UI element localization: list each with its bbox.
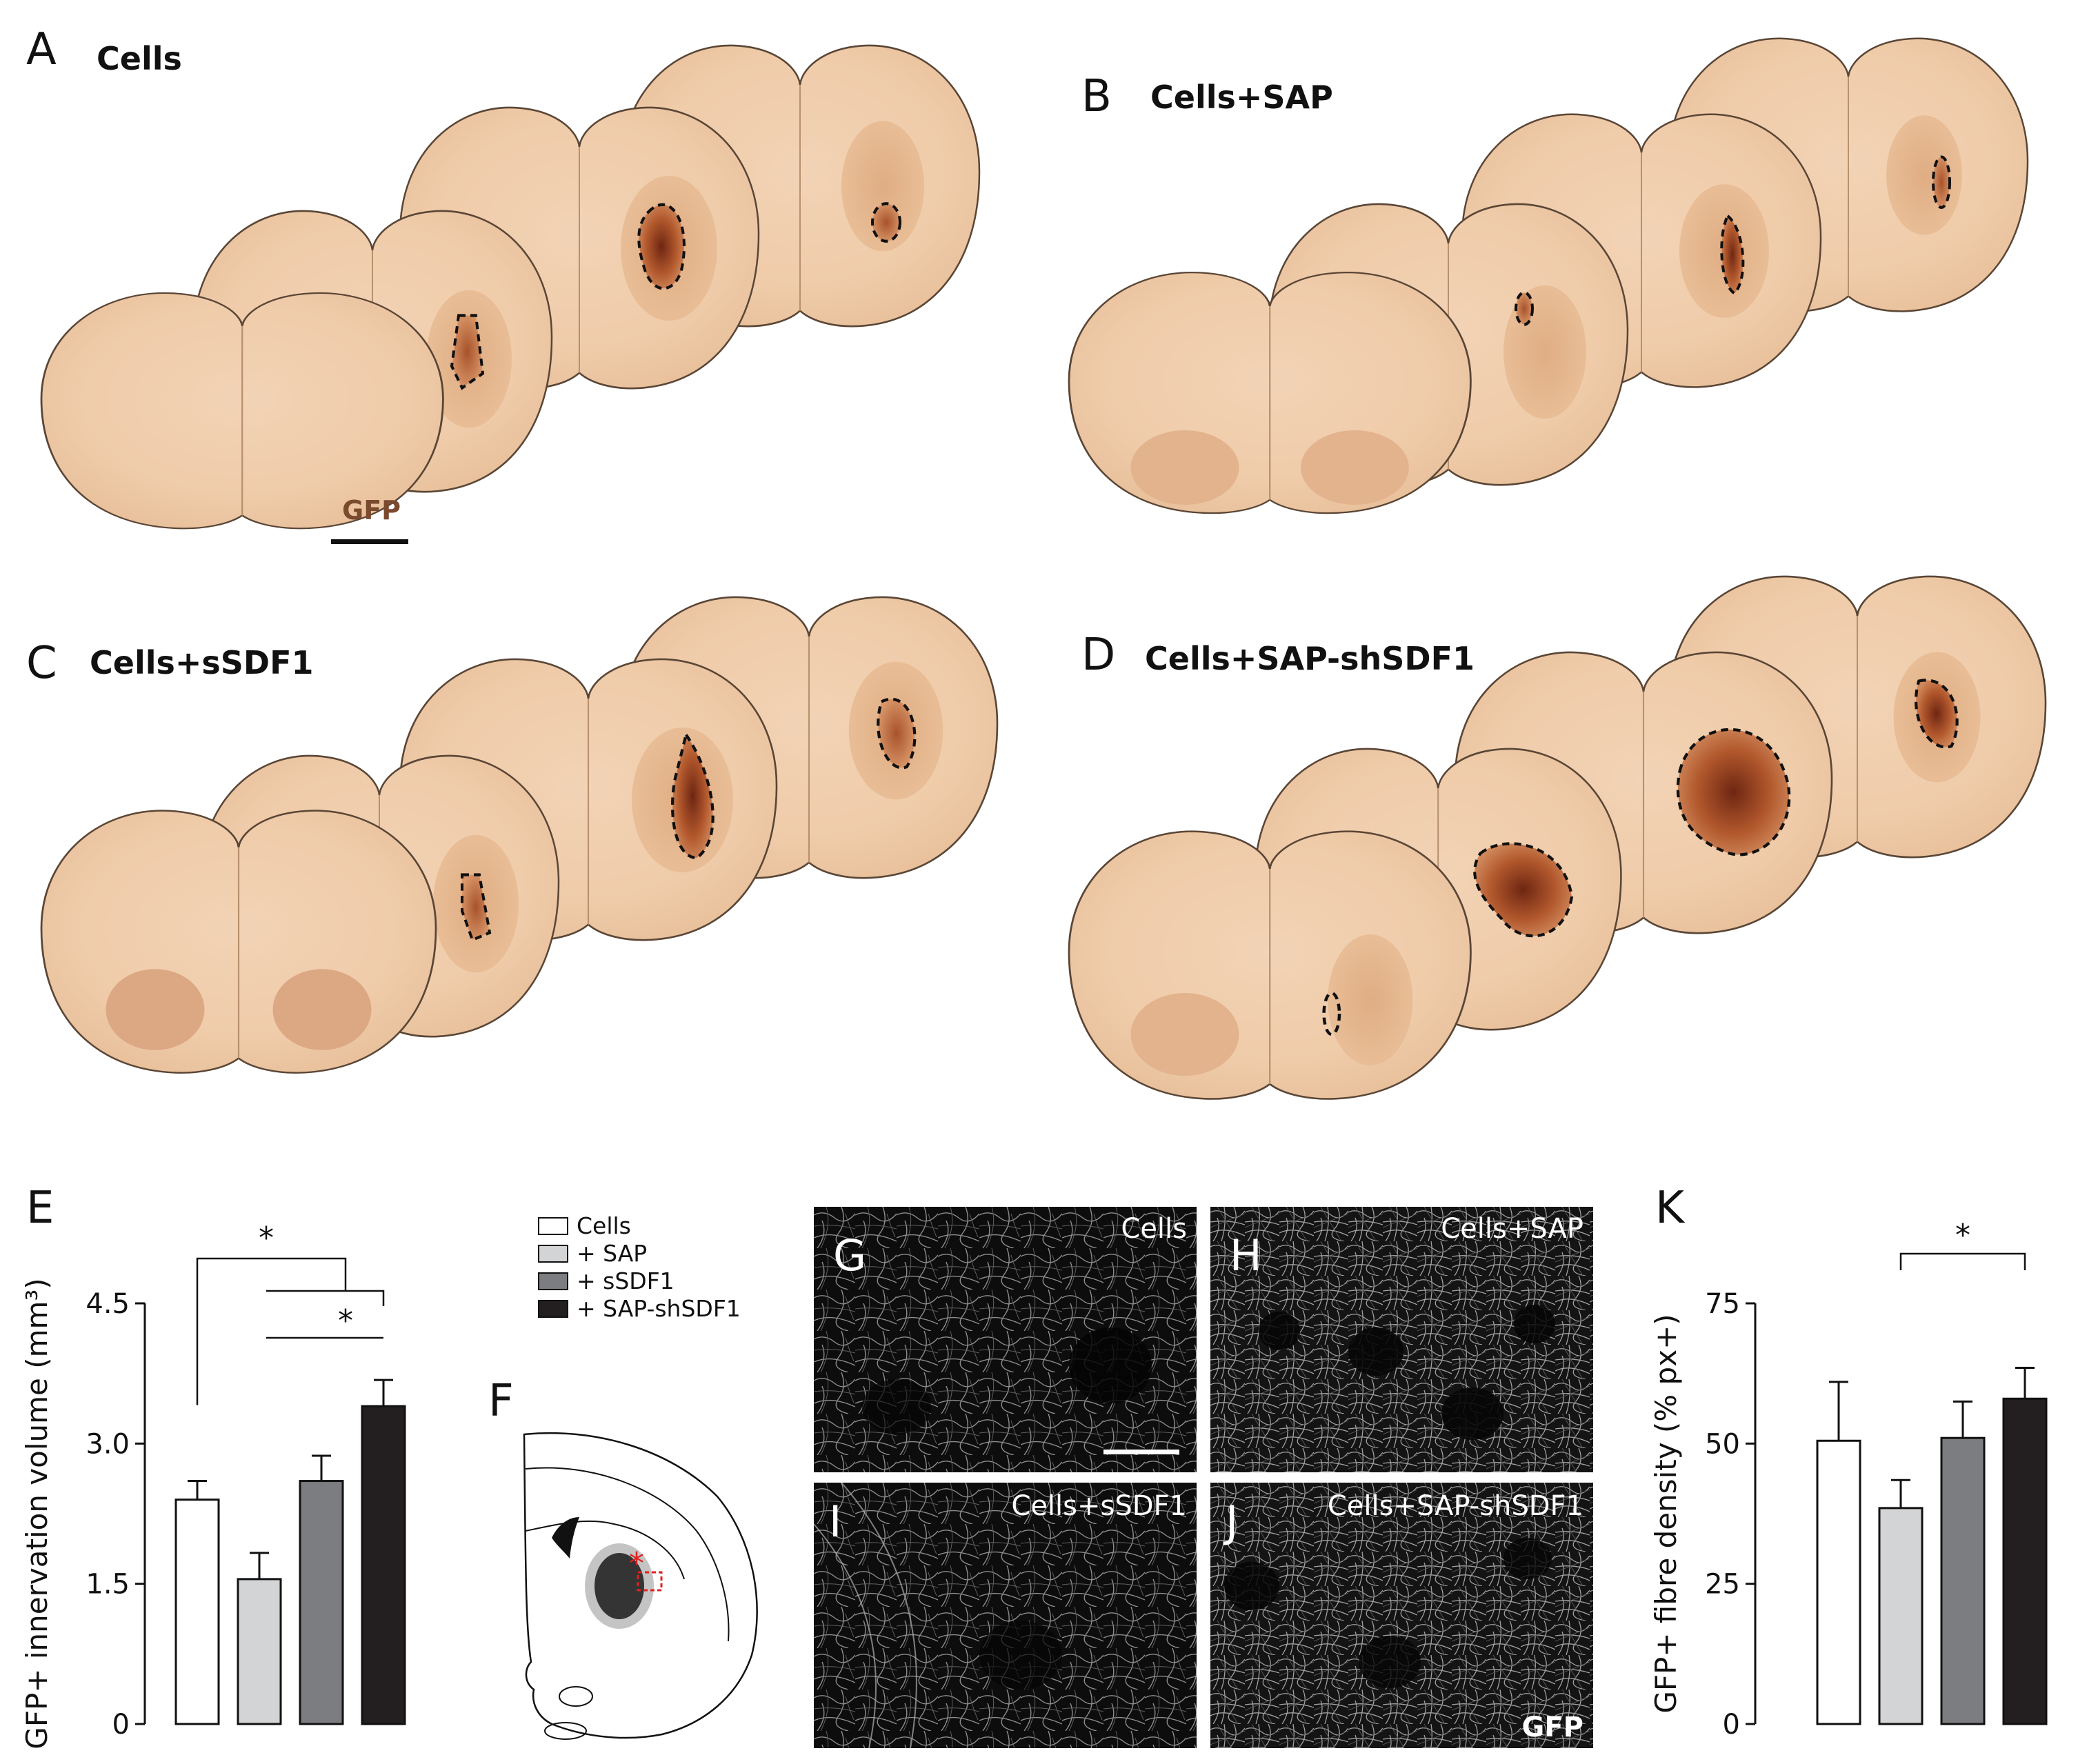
legend-item: + SAP-shSDF1: [538, 1295, 741, 1322]
y-tick-label: 50: [1705, 1428, 1740, 1460]
y-tick-label: 25: [1705, 1569, 1740, 1601]
panel-title-b: Cells+SAP: [1150, 79, 1333, 116]
y-tick-label: 75: [1705, 1288, 1740, 1320]
brain-slices-d: [1068, 575, 2047, 1100]
micrograph-label-i: Cells+sSDF1: [1011, 1490, 1187, 1522]
y-tick-label: 1.5: [86, 1569, 130, 1601]
brain-slices-c: [40, 596, 999, 1074]
bar: [2002, 1397, 2048, 1725]
brain-slices-b: [1068, 37, 2029, 514]
micrograph-h: H Cells+SAP: [1210, 1207, 1593, 1472]
legend-swatch-sap-shsdf1: [538, 1299, 568, 1318]
y-tick-label: 3.0: [86, 1428, 130, 1460]
panel-letter-g: G: [833, 1230, 867, 1281]
y-tick-label: 4.5: [86, 1288, 130, 1320]
bar: [174, 1499, 220, 1725]
legend-item: Cells: [538, 1212, 631, 1239]
significance-marker: *: [1955, 1218, 1970, 1253]
legend-label: + sSDF1: [577, 1267, 675, 1294]
bar: [1878, 1507, 1924, 1725]
legend-item: + sSDF1: [538, 1267, 675, 1294]
significance-bracket: [1899, 1252, 2026, 1270]
micrograph-label-h: Cells+SAP: [1441, 1213, 1584, 1245]
micrograph-label-g: Cells: [1121, 1213, 1187, 1245]
bar: [1940, 1436, 1986, 1725]
panel-letter-i: I: [829, 1496, 842, 1547]
legend-swatch-cells: [538, 1216, 568, 1235]
stain-label-gfp-j: GFP: [1521, 1712, 1584, 1743]
bar: [1816, 1439, 1861, 1725]
significance-marker: *: [338, 1303, 353, 1339]
svg-text:*: *: [629, 1546, 644, 1581]
legend-label: + SAP: [577, 1240, 648, 1267]
panel-title-c: Cells+sSDF1: [90, 644, 314, 681]
brain-slices-a: [40, 44, 981, 530]
legend-label: + SAP-shSDF1: [577, 1295, 741, 1322]
y-axis-label: GFP+ fibre density (% px+): [1649, 1314, 1683, 1713]
legend-swatch-sap: [538, 1244, 568, 1263]
panel-title-a: Cells: [97, 40, 182, 77]
y-tick-label: 0: [1723, 1709, 1740, 1741]
micrograph-g: G Cells: [814, 1207, 1197, 1472]
panel-letter-c: C: [26, 638, 57, 689]
significance-bracket: [196, 1257, 347, 1405]
panel-letter-k: K: [1655, 1183, 1684, 1234]
brain-schematic-f: *: [523, 1432, 758, 1740]
panel-letter-f: F: [488, 1376, 514, 1427]
legend-item: + SAP: [538, 1240, 647, 1267]
scale-bar-g: [1103, 1450, 1179, 1454]
panel-letter-j: J: [1226, 1496, 1239, 1547]
stain-label-gfp-a: GFP: [342, 495, 401, 525]
bar: [361, 1405, 406, 1725]
scale-bar-a: [331, 539, 408, 544]
legend-label: Cells: [577, 1212, 631, 1239]
panel-letter-h: H: [1230, 1230, 1262, 1281]
bar: [299, 1480, 344, 1725]
y-axis-label: GFP+ innervation volume (mm³): [20, 1278, 54, 1749]
micrograph-j: J Cells+SAP-shSDF1 GFP: [1210, 1483, 1593, 1748]
panel-letter-e: E: [26, 1183, 54, 1234]
legend-swatch-ssdf1: [538, 1272, 568, 1290]
chart-e: 0 1.5 3.0 4.5 GFP+ innervation volume (mm³) *…: [20, 1221, 406, 1750]
panel-letter-b: B: [1081, 71, 1112, 122]
panel-title-d: Cells+SAP-shSDF1: [1145, 640, 1475, 677]
panel-letter-a: A: [26, 24, 57, 75]
y-tick-label: 0: [112, 1709, 130, 1741]
significance-bracket: [266, 1290, 385, 1306]
bar: [237, 1578, 282, 1725]
panel-letter-d: D: [1081, 630, 1116, 681]
micrograph-i: I Cells+sSDF1: [814, 1483, 1197, 1748]
micrograph-label-j: Cells+SAP-shSDF1: [1327, 1490, 1584, 1522]
significance-marker: *: [259, 1221, 274, 1256]
